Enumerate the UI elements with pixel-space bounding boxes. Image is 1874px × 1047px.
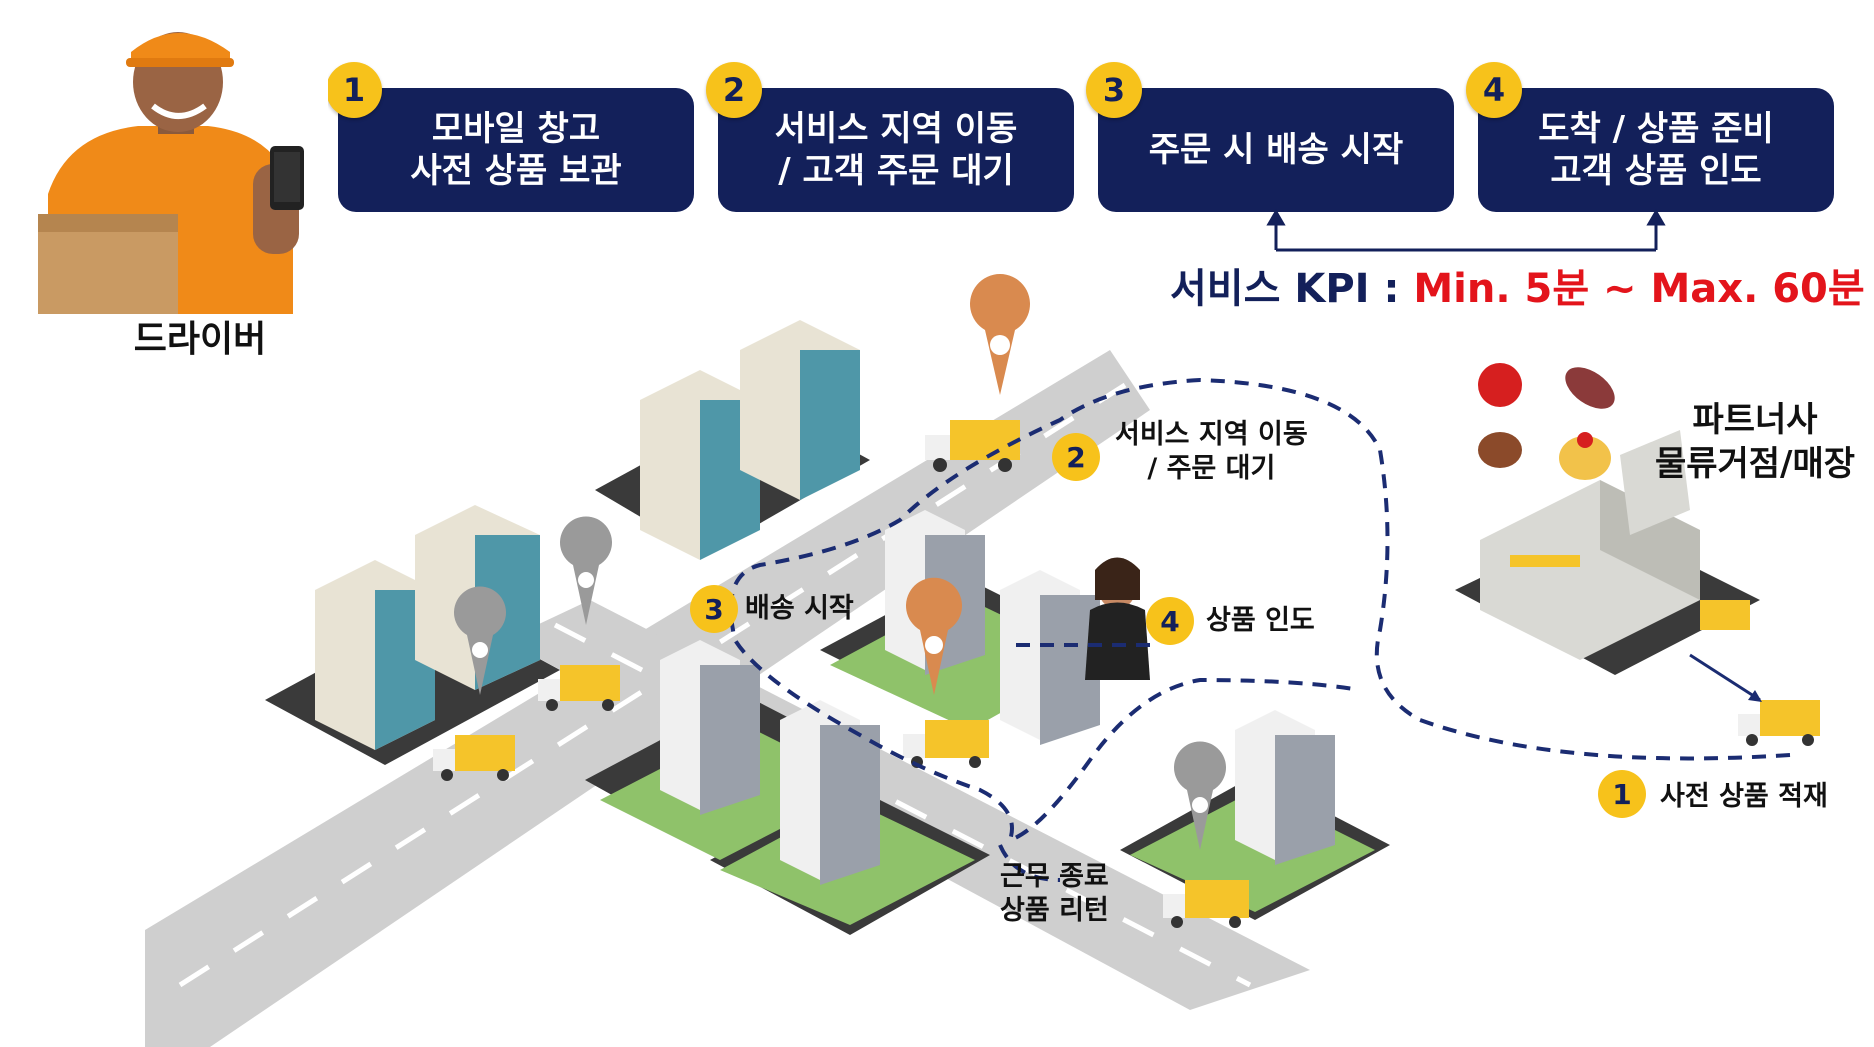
map-pin-icons	[454, 274, 1226, 850]
partner-store	[1455, 430, 1760, 675]
route-badge-2: 2	[1052, 433, 1100, 481]
step-badge-2: 2	[706, 62, 762, 118]
customer-icon	[1085, 557, 1150, 680]
route-label-3: 배송 시작	[745, 593, 854, 624]
kpi-min: Min. 5분	[1413, 266, 1590, 312]
step-box-3: 주문 시 배송 시작	[1098, 88, 1454, 212]
step-label: 주문 시 배송 시작	[1148, 130, 1404, 170]
step-box-4: 도착 / 상품 준비 고객 상품 인도	[1478, 88, 1834, 212]
driver-label: 드라이버	[133, 319, 267, 360]
step-label: 서비스 지역 이동 / 고객 주문 대기	[774, 109, 1018, 191]
food-icons	[1478, 363, 1615, 480]
step-badge-1: 1	[326, 62, 382, 118]
service-kpi: 서비스 KPI : Min. 5분 ~ Max. 60분	[1170, 256, 1865, 314]
kpi-max: Max. 60분	[1650, 266, 1865, 312]
route-label-1: 사전 상품 적재	[1660, 781, 1828, 812]
step-label: 도착 / 상품 준비 고객 상품 인도	[1538, 109, 1774, 191]
step-box-1: 모바일 창고 사전 상품 보관	[338, 88, 694, 212]
route-badge-4: 4	[1146, 597, 1194, 645]
step-badge-3: 3	[1086, 62, 1142, 118]
delivery-route	[728, 377, 1791, 844]
route-badge-1: 1	[1598, 770, 1646, 818]
driver-illustration	[8, 14, 328, 314]
partner-label: 파트너사 물류거점/매장	[1654, 400, 1856, 484]
step-label: 모바일 창고 사전 상품 보관	[410, 109, 622, 191]
return-label: 근무 종료 상품 리턴	[1000, 861, 1109, 926]
step-badge-4: 4	[1466, 62, 1522, 118]
delivery-trucks	[433, 420, 1820, 928]
step-box-2: 서비스 지역 이동 / 고객 주문 대기	[718, 88, 1074, 212]
route-label-4: 상품 인도	[1206, 605, 1315, 636]
route-badge-3: 3	[690, 585, 738, 633]
route-label-2: 서비스 지역 이동 / 주문 대기	[1115, 419, 1308, 484]
kpi-prefix: 서비스 KPI :	[1170, 266, 1414, 312]
kpi-sep: ~	[1589, 266, 1651, 312]
